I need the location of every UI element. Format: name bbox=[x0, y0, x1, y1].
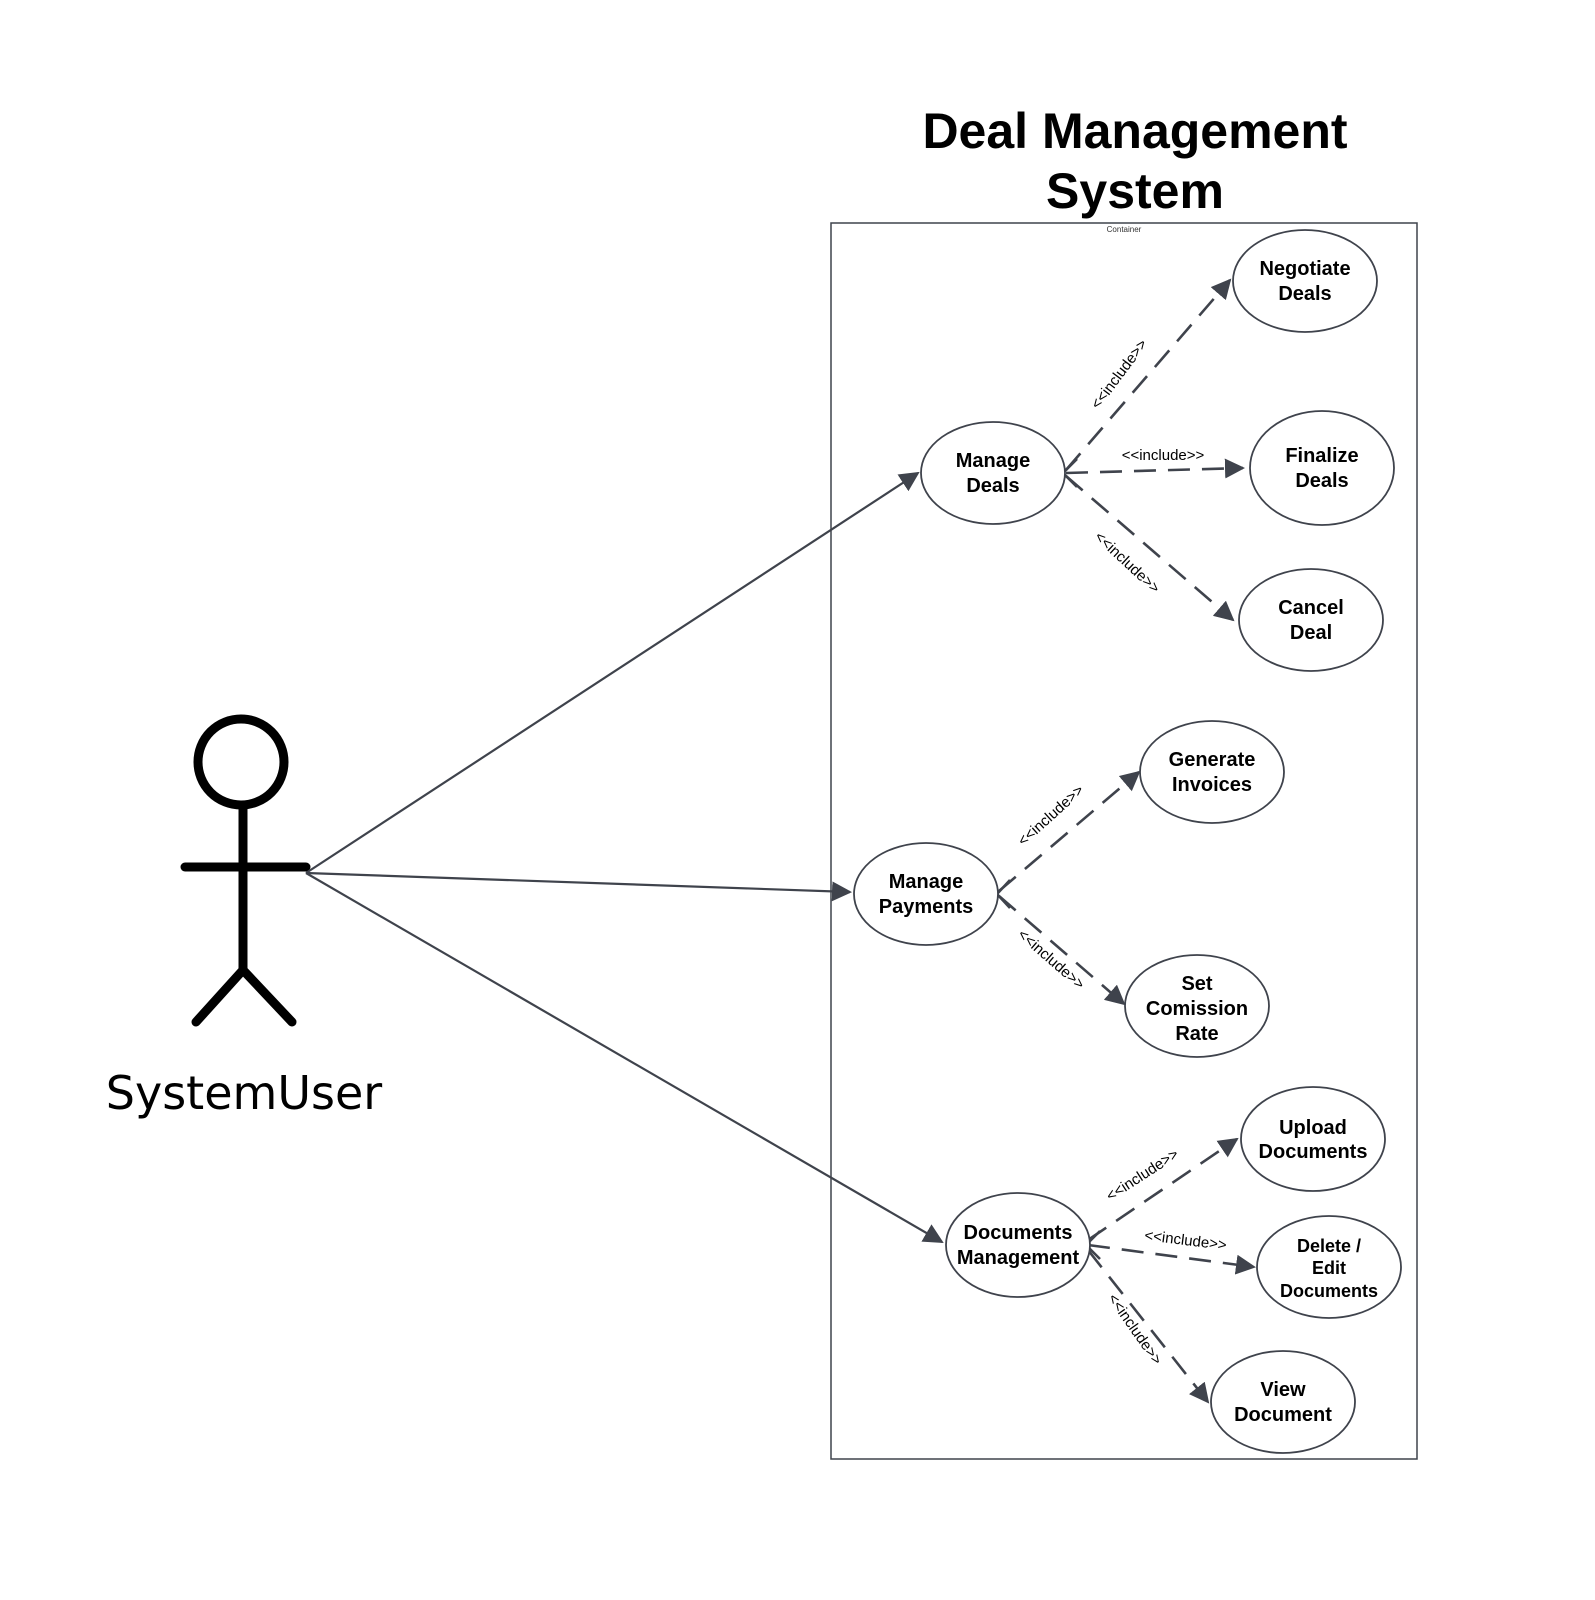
include-label: <<include>> bbox=[1014, 926, 1088, 993]
system-boundary bbox=[830, 222, 1418, 1460]
include-finalize-deals bbox=[1065, 458, 1245, 479]
use-case-set-commission-rate[interactable]: Set Comission Rate bbox=[1124, 954, 1270, 1058]
include-label: <<include>> bbox=[1144, 1227, 1228, 1254]
include-generate-invoices bbox=[998, 770, 1141, 892]
use-case-label: Delete / bbox=[1297, 1236, 1361, 1256]
use-case-label: Manage bbox=[889, 871, 963, 893]
use-case-view-document[interactable]: View Document bbox=[1210, 1350, 1356, 1454]
use-case-label: Set bbox=[1181, 973, 1212, 995]
use-case-documents-management[interactable]: Documents Management bbox=[945, 1192, 1091, 1298]
use-case-label: Upload bbox=[1279, 1117, 1347, 1139]
use-case-cancel-deal[interactable]: Cancel Deal bbox=[1238, 568, 1384, 672]
associations bbox=[305, 471, 944, 1244]
include-label: <<include>> bbox=[1103, 1145, 1182, 1204]
use-case-label: Document bbox=[1234, 1404, 1332, 1426]
use-case-ellipse bbox=[1139, 720, 1285, 824]
use-case-label: Deals bbox=[1295, 470, 1348, 492]
use-case-delete-edit-documents[interactable]: Delete / Edit Documents bbox=[1256, 1215, 1402, 1319]
use-case-ellipse bbox=[1210, 1350, 1356, 1454]
include-negotiate-deals bbox=[1065, 278, 1232, 471]
association-documents-management bbox=[305, 872, 944, 1244]
use-case-ellipse bbox=[1124, 954, 1270, 1058]
use-case-ellipse bbox=[1240, 1086, 1386, 1192]
include-upload-documents bbox=[1087, 1137, 1239, 1242]
use-case-label: View bbox=[1260, 1379, 1306, 1401]
include-label: <<include>> bbox=[1122, 447, 1205, 464]
include-cancel-deal bbox=[1065, 475, 1235, 622]
use-case-ellipse bbox=[920, 421, 1066, 525]
use-case-label: Deals bbox=[966, 475, 1019, 497]
use-case-ellipse bbox=[853, 842, 999, 946]
include-delete-edit-documents bbox=[1087, 1243, 1256, 1275]
use-case-ellipse bbox=[1249, 410, 1395, 526]
include-set-commission-rate bbox=[998, 895, 1126, 1006]
use-case-upload-documents[interactable]: Upload Documents bbox=[1240, 1086, 1386, 1192]
use-case-manage-payments[interactable]: Manage Payments bbox=[853, 842, 999, 946]
use-case-generate-invoices[interactable]: Generate Invoices bbox=[1139, 720, 1285, 824]
include-label: <<include>> bbox=[1104, 1291, 1165, 1369]
use-case-label: Deal bbox=[1290, 622, 1332, 644]
use-case-label: Finalize bbox=[1285, 445, 1358, 467]
use-case-ellipse bbox=[1238, 568, 1384, 672]
association-manage-deals bbox=[305, 471, 920, 874]
use-case-ellipse bbox=[1256, 1215, 1402, 1319]
title-line-2: System bbox=[1046, 163, 1224, 219]
use-case-ellipse bbox=[1232, 229, 1378, 333]
use-case-label: Invoices bbox=[1172, 774, 1252, 796]
use-case-label: Negotiate bbox=[1259, 258, 1350, 280]
use-case-label: Rate bbox=[1175, 1023, 1218, 1045]
container-label: Container bbox=[1107, 225, 1142, 234]
use-case-finalize-deals[interactable]: Finalize Deals bbox=[1249, 410, 1395, 526]
use-case-ellipse bbox=[945, 1192, 1091, 1298]
use-case-label: Documents bbox=[1280, 1281, 1378, 1301]
include-label: <<include>> bbox=[1015, 782, 1088, 850]
actor-systemuser: SystemUser bbox=[106, 714, 382, 1120]
actor-left-leg bbox=[191, 965, 248, 1027]
use-case-label: Payments bbox=[879, 896, 974, 918]
title-line-1: Deal Management bbox=[922, 103, 1347, 159]
include-label: <<include>> bbox=[1091, 528, 1163, 597]
diagram-title: Deal Management System bbox=[922, 103, 1347, 219]
use-case-label: Generate bbox=[1169, 749, 1256, 771]
actor-head bbox=[193, 714, 289, 810]
actor-name: SystemUser bbox=[106, 1066, 382, 1120]
use-case-label: Comission bbox=[1146, 998, 1248, 1020]
use-case-negotiate-deals[interactable]: Negotiate Deals bbox=[1232, 229, 1378, 333]
use-case-label: Documents bbox=[964, 1222, 1073, 1244]
include-view-document bbox=[1086, 1249, 1210, 1404]
use-case-label: Cancel bbox=[1278, 597, 1344, 619]
use-case-label: Manage bbox=[956, 450, 1030, 472]
use-case-label: Deals bbox=[1278, 283, 1331, 305]
use-case-label: Management bbox=[957, 1247, 1080, 1269]
association-manage-payments bbox=[305, 871, 852, 902]
use-case-manage-deals[interactable]: Manage Deals bbox=[920, 421, 1066, 525]
actor-right-leg bbox=[238, 965, 297, 1027]
use-case-label: Edit bbox=[1312, 1258, 1346, 1278]
include-label: <<include>> bbox=[1088, 336, 1151, 412]
use-case-label: Documents bbox=[1259, 1141, 1368, 1163]
